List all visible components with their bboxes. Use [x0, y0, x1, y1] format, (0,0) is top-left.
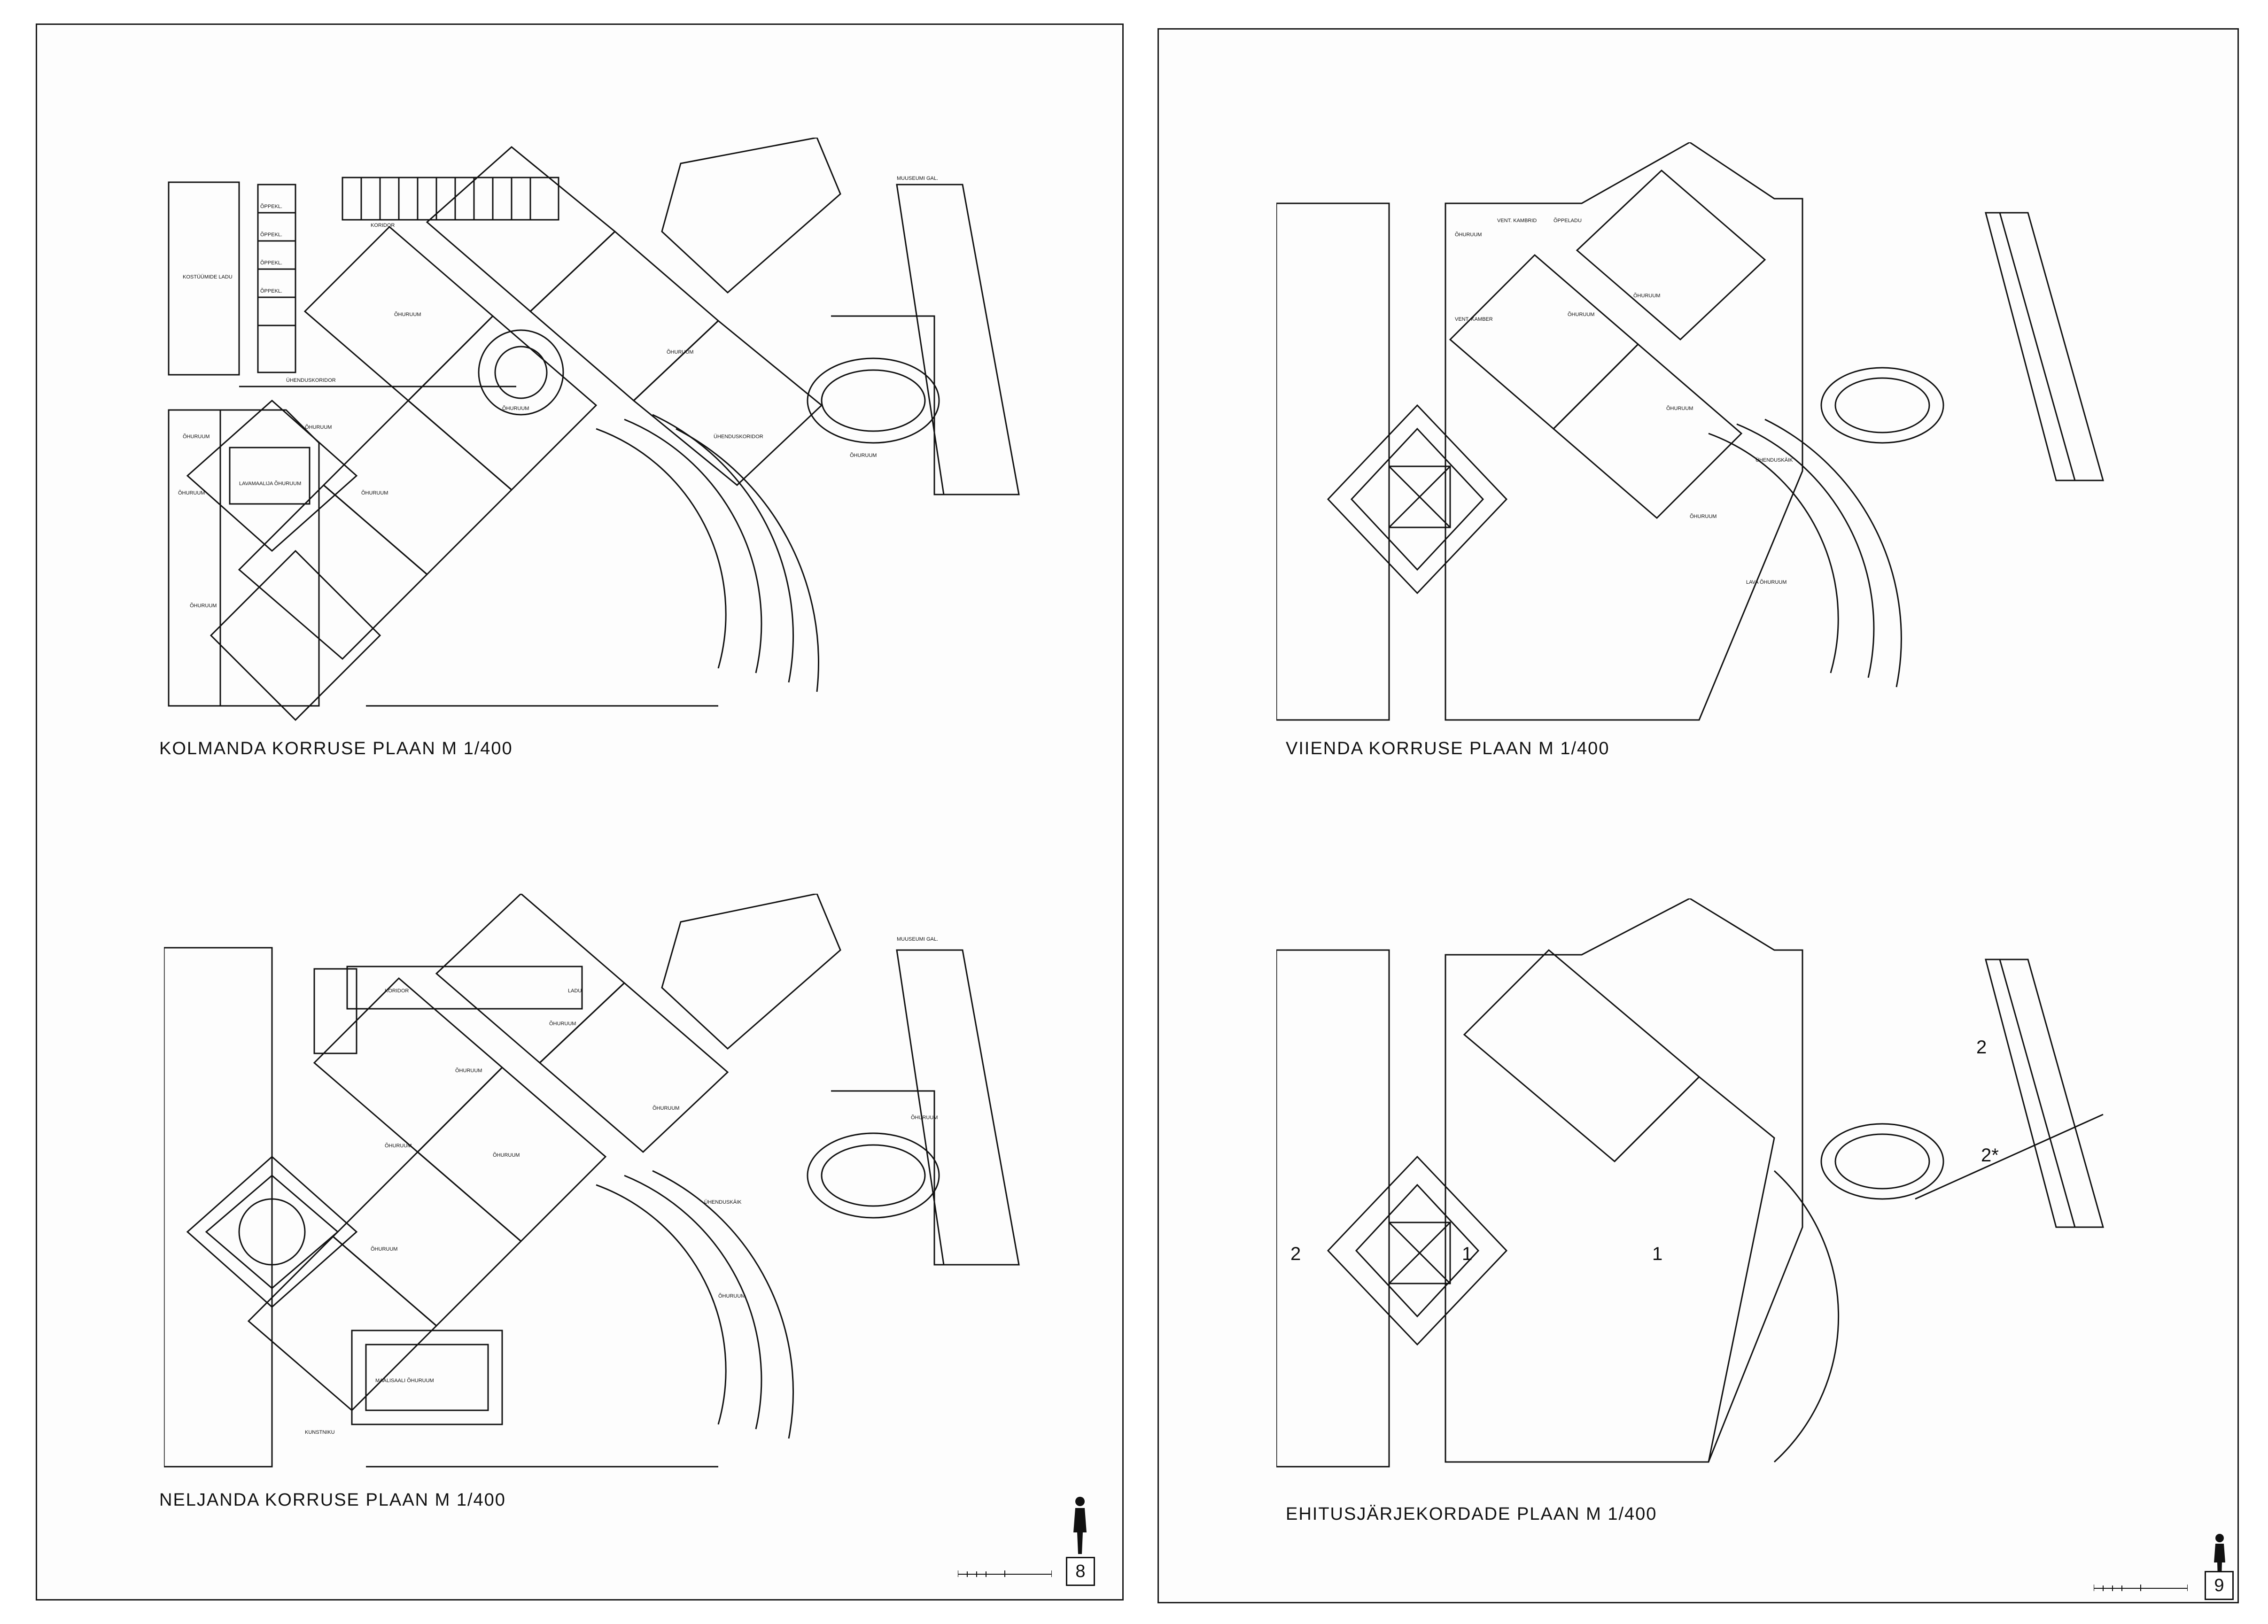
- room-label: ÕHURUUM: [1455, 232, 1482, 238]
- room-label: ÕPPEKL.: [260, 260, 282, 266]
- human-figure-icon: [2214, 1534, 2225, 1578]
- room-label: VENT. KAMBER: [1455, 317, 1493, 322]
- room-label: ÕHURUUM: [1690, 513, 1717, 519]
- room-label: ÕHURUUM: [1568, 311, 1594, 317]
- room-label: ÜHENDUSKORIDOR: [714, 434, 763, 440]
- room-label: LAVA ÕHURUUM: [1746, 579, 1786, 585]
- diamond-block: [186, 399, 358, 552]
- fourth-floor-drawing: ÕHURUUM ÕHURUUM ÕHURUUM ÕHURUUM ÕHURUUM …: [164, 894, 1020, 1468]
- fifth-floor-drawing: ÕHURUUM ÕHURUUM ÕHURUUM ÕHURUUM ÕHURUUM …: [1276, 142, 2104, 721]
- phases-plan: 2 1 1 2 2*: [1276, 898, 2122, 1500]
- phase-label: 2*: [1981, 1145, 1999, 1166]
- room-label: ÕHURUUM: [667, 349, 693, 355]
- room-label: ÕHURUUM: [361, 490, 388, 496]
- room-label: ÕHURUUM: [718, 1293, 745, 1299]
- room-label: ÜHENDUSKORIDOR: [286, 378, 336, 383]
- room-label: LAVAMAALIJA ÕHURUUM: [239, 480, 301, 487]
- phase-label: 1: [1462, 1244, 1472, 1264]
- phases-caption: EHITUSJÄRJEKORDADE PLAAN M 1/400: [1286, 1504, 1657, 1524]
- room-label: MUUSEUMI GAL.: [897, 176, 938, 181]
- scale-bar-icon: [958, 1570, 1052, 1577]
- room-label: ÕHURUUM: [371, 1246, 397, 1252]
- room-label: MAALISAALI ÕHURUUM: [375, 1377, 434, 1384]
- room-label: ÕHURUUM: [394, 311, 421, 317]
- room-label: ÕHURUUM: [305, 424, 332, 430]
- room-label: ÕHURUUM: [183, 433, 210, 440]
- fifth-floor-caption: VIIENDA KORRUSE PLAAN M 1/400: [1286, 739, 1610, 758]
- room-label: ÕHURUUM: [493, 1152, 520, 1158]
- room-label: MUUSEUMI GAL.: [897, 936, 938, 942]
- room-label: ÕHURUUM: [911, 1114, 938, 1121]
- room-label: ÕHURUUM: [190, 603, 217, 609]
- page-number: 9: [2205, 1571, 2234, 1600]
- phase-label: 1: [1652, 1244, 1662, 1264]
- room-label: ÜHENDUSKÄIK: [1755, 457, 1793, 463]
- page-number: 8: [1066, 1557, 1095, 1586]
- room-label: ÜHENDUSKÄIK: [704, 1199, 742, 1205]
- room-label: ÕHURUUM: [850, 452, 877, 458]
- room-label: ÕPPEKL.: [260, 232, 282, 238]
- third-floor-drawing: KOSTÜÜMIDE LADU ÕHURUUM ÕHURUUM ÕHURUUM …: [168, 138, 1020, 721]
- room-label: ÕPPELADU: [1553, 217, 1582, 224]
- room-label: KOSTÜÜMIDE LADU: [183, 274, 233, 280]
- room-label: ÕHURUUM: [652, 1105, 679, 1111]
- fifth-floor-plan: ÕHURUUM ÕHURUUM ÕHURUUM ÕHURUUM ÕHURUUM …: [1276, 142, 2122, 743]
- sheet-right: ÕHURUUM ÕHURUUM ÕHURUUM ÕHURUUM ÕHURUUM …: [1157, 28, 2239, 1603]
- room-label: KORIDOR: [371, 223, 395, 228]
- room-label: ÕPPEKL.: [260, 288, 282, 294]
- phases-drawing: 2 1 1 2 2*: [1276, 898, 2104, 1468]
- room-label: ÕHURUUM: [178, 490, 205, 496]
- fourth-floor-caption: NELJANDA KORRUSE PLAAN M 1/400: [159, 1490, 506, 1510]
- phase-label: 2: [1290, 1244, 1301, 1264]
- room-label: ÕPPEKL.: [260, 203, 282, 209]
- room-label: KORIDOR: [385, 988, 409, 994]
- room-label: ÕHURUUM: [1633, 293, 1660, 299]
- room-label: ÕHURUUM: [455, 1067, 482, 1074]
- phase-label: 2: [1976, 1037, 1987, 1058]
- room-label: ÕHURUUM: [1666, 405, 1693, 411]
- fourth-floor-plan: ÕHURUUM ÕHURUUM ÕHURUUM ÕHURUUM ÕHURUUM …: [164, 894, 1033, 1495]
- room-label: ÕHURUUM: [385, 1143, 412, 1149]
- room-label: ÕHURUUM: [549, 1021, 576, 1027]
- room-label: ÕHURUUM: [502, 405, 529, 411]
- room-label: LADU: [568, 988, 582, 994]
- room-label: KUNSTNIKU: [305, 1430, 335, 1435]
- sheet-left: KOSTÜÜMIDE LADU ÕHURUUM ÕHURUUM ÕHURUUM …: [36, 23, 1124, 1601]
- room-label: VENT. KAMBRID: [1497, 218, 1537, 224]
- scale-bar-icon: [2094, 1585, 2188, 1591]
- third-floor-plan: KOSTÜÜMIDE LADU ÕHURUUM ÕHURUUM ÕHURUUM …: [164, 138, 1033, 739]
- third-floor-caption: KOLMANDA KORRUSE PLAAN M 1/400: [159, 739, 513, 758]
- human-figure-icon: [1073, 1497, 1087, 1554]
